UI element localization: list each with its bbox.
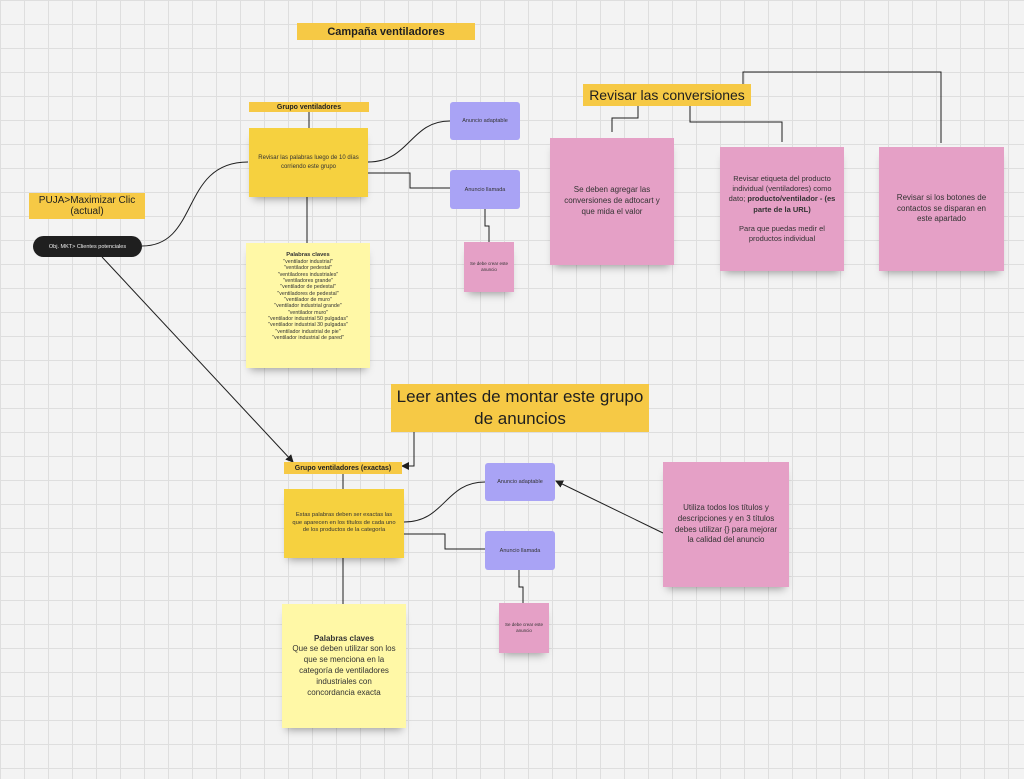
keyword-item: "ventilador industrial 50 pulgadas" (268, 316, 348, 323)
group1-keywords-list: "ventilador industrial" "ventilador pede… (268, 259, 348, 341)
group2-keywords-note: Palabras claves Que se deben utilizar so… (282, 604, 406, 728)
group1-ad-adaptive: Anuncio adaptable (450, 102, 520, 140)
product-tag-bold: producto/ventilador - (es parte de la UR… (747, 194, 836, 214)
keyword-item: "ventiladores grande" (282, 278, 334, 285)
conversions-label: Revisar las conversiones (583, 84, 751, 106)
connector-objective-group1 (141, 161, 249, 247)
keyword-item: "ventilador de muro" (284, 297, 332, 304)
keyword-item: "ventilador industrial grande" (274, 303, 342, 310)
objective-pill: Obj. MKT> Clientes potenciales (33, 236, 142, 257)
group1-ad-call: Anuncio llamada (450, 170, 520, 209)
bidding-strategy-label: PUJA>Maximizar Clic (actual) (29, 193, 145, 219)
connector-call-note1 (484, 209, 490, 242)
connector-readbefore-group2 (401, 432, 415, 470)
keyword-item: "ventilador industrial 30 pulgadas" (268, 322, 348, 329)
connector-conv-right (742, 71, 942, 143)
conversions-note-contact-buttons: Revisar si los botones de contactos se d… (879, 147, 1004, 271)
keyword-item: "ventilador industrial de pared" (272, 335, 344, 342)
product-tag-text: Revisar etiqueta del producto individual… (728, 174, 836, 214)
quality-tip-note: Utiliza todos los títulos y descripcione… (663, 462, 789, 587)
connector-group2-call (404, 533, 485, 550)
connector-group1-call (368, 172, 450, 189)
read-before-label: Leer antes de montar este grupo de anunc… (391, 384, 649, 432)
campaign-title: Campaña ventiladores (297, 23, 475, 40)
group1-ad-create-note: Se debe crear este anuncio (464, 242, 514, 292)
group1-keywords-title: Palabras claves (286, 252, 330, 258)
group2-ad-call: Anuncio llamada (485, 531, 555, 570)
group2-ad-create-note: Se debe crear este anuncio (499, 603, 549, 653)
group2-ad-adaptive: Anuncio adaptable (485, 463, 555, 501)
connector-conv-mid (689, 106, 783, 142)
keyword-item: "ventilador muro" (287, 309, 329, 316)
group1-keywords-note: Palabras claves "ventilador industrial" … (246, 243, 370, 368)
keyword-item: "ventilador de pedestal" (280, 284, 336, 291)
keyword-item: "ventilador industrial de pie" (275, 328, 341, 335)
product-tag-measure: Para que puedas medir el productos indiv… (739, 223, 825, 243)
keyword-item: "ventilador industrial" (283, 259, 333, 265)
keyword-item: "ventiladores de pedestal" (277, 290, 339, 297)
connector-group1-adaptive (367, 120, 451, 163)
connector-quality-adaptive (555, 480, 664, 534)
keyword-item: "ventilador pedestal" (283, 265, 333, 272)
connector-conv-left (611, 106, 639, 132)
connector-call-note2 (518, 570, 524, 603)
group1-note: Revisar las palabras luego de 10 días co… (249, 128, 368, 197)
keyword-item: "ventiladores industriales" (277, 271, 339, 278)
conversions-note-adtocart: Se deben agregar las conversiones de adt… (550, 138, 674, 265)
group2-keywords-title: Palabras claves (313, 633, 375, 643)
group2-label: Grupo ventiladores (exactas) (284, 462, 402, 474)
group2-keywords-text: Que se deben utilizar son los que se men… (292, 644, 396, 697)
connector-group2-adaptive (403, 481, 486, 523)
group1-label: Grupo ventiladores (249, 102, 369, 112)
conversions-note-product-tag: Revisar etiqueta del producto individual… (720, 147, 844, 271)
group2-note: Estas palabras deben ser exactas las que… (284, 489, 404, 558)
